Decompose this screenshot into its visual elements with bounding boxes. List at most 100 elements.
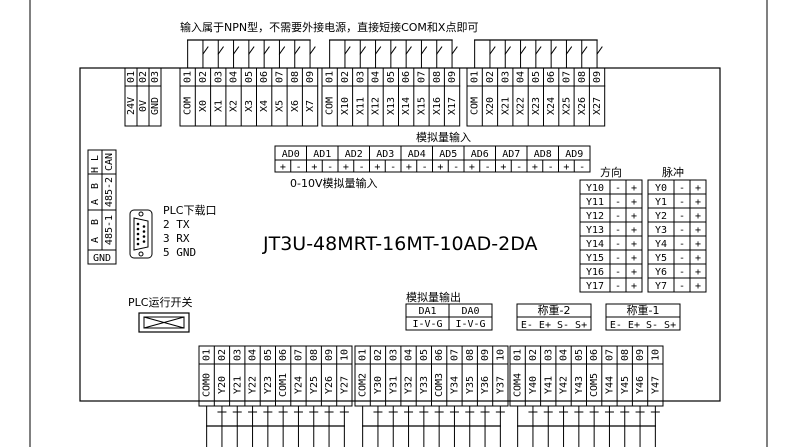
output-3-pin: 05 xyxy=(574,349,585,361)
output-2-pin: 10 xyxy=(495,349,506,361)
output-3-label: Y44 xyxy=(604,376,615,394)
plc-download-line-1: 2 TX xyxy=(163,218,190,231)
weigh-2-title: 称重-2 xyxy=(538,303,571,317)
pulse-plus-4: + xyxy=(695,239,701,250)
input-1-pin: 02 xyxy=(198,71,209,83)
output-3-pin: 08 xyxy=(620,349,631,361)
analog-input-title: 模拟量输入 xyxy=(416,130,471,144)
plc-download-line-2: 3 RX xyxy=(163,232,190,245)
analog-range-note: 0-10V模拟量输入 xyxy=(290,176,378,190)
can-pin-l: L xyxy=(90,155,101,161)
output-2-label: Y33 xyxy=(419,376,430,394)
output-3-label: Y46 xyxy=(635,376,646,394)
input-1-pin: 03 xyxy=(213,71,224,83)
db9-shell xyxy=(133,217,149,251)
analog-minus-9: - xyxy=(579,162,585,173)
output-1-label: Y26 xyxy=(324,376,335,394)
input-2-wire-switch-tick xyxy=(374,46,382,55)
input-2-label: X16 xyxy=(432,97,443,115)
input-3-label: X27 xyxy=(592,97,603,115)
input-1-pin: 05 xyxy=(244,71,255,83)
output-1-pin: 05 xyxy=(263,349,274,361)
input-3-label: X21 xyxy=(500,97,511,115)
input-2-strip xyxy=(321,67,461,127)
output-2-pin: 03 xyxy=(388,349,399,361)
output-1-pin: 07 xyxy=(293,349,304,361)
output-1-label: Y22 xyxy=(248,376,259,394)
output-1-pin: 06 xyxy=(278,349,289,361)
run-switch-inner[interactable] xyxy=(143,316,185,329)
output-2-label: Y34 xyxy=(449,376,460,394)
run-switch-outer[interactable] xyxy=(138,312,190,333)
db9-pin xyxy=(142,235,146,238)
input-2-label: X10 xyxy=(340,97,351,115)
input-1-strip xyxy=(179,67,319,127)
analog-channel-0: AD0 xyxy=(282,149,300,160)
pulse-plus-1: + xyxy=(695,197,701,208)
pulse-minus-6: - xyxy=(679,267,685,278)
rs485-2-pin-a: A xyxy=(90,199,101,205)
output-2-pin: 07 xyxy=(449,349,460,361)
db9-connector xyxy=(129,209,153,259)
output-terminals: 01COM002Y2003Y2104Y2205Y2306COM107Y2408Y… xyxy=(198,345,664,407)
input-1-label: X6 xyxy=(290,100,301,112)
input-1-wire-switch-tick xyxy=(202,46,209,55)
power-label: GND xyxy=(150,97,161,115)
db9-pin xyxy=(142,225,146,228)
input-3-wire-switch-tick xyxy=(489,46,496,55)
analog-plus-5: + xyxy=(437,162,443,173)
pulse-minus-7: - xyxy=(679,281,685,292)
input-2-label: COM xyxy=(325,97,336,115)
can-pin-h: H xyxy=(90,167,101,173)
input-2-label: X11 xyxy=(355,97,366,115)
input-3-pin: 02 xyxy=(485,71,496,83)
power-pin: 02 xyxy=(138,71,149,83)
direction-minus-3: - xyxy=(615,225,621,236)
input-1-wire-switch-tick xyxy=(309,46,316,55)
input-1-wire-switch-tick xyxy=(278,46,286,55)
output-2-label: COM2 xyxy=(358,373,369,397)
output-2-pin: 08 xyxy=(465,349,476,361)
analog-plus-4: + xyxy=(406,162,412,173)
analog-plus-9: + xyxy=(563,162,569,173)
analog-plus-8: + xyxy=(532,162,538,173)
db9-pin xyxy=(142,240,146,243)
pulse-minus-3: - xyxy=(679,225,685,236)
input-1-pin: 07 xyxy=(274,71,285,83)
rs485-2-label: 485-2 xyxy=(104,177,115,207)
output-1-pin: 08 xyxy=(309,349,320,361)
output-1-label: Y25 xyxy=(309,376,320,394)
power-label: 0V xyxy=(138,100,149,112)
direction-row-6: Y16 xyxy=(586,267,604,278)
pulse-plus-7: + xyxy=(695,281,701,292)
direction-row-7: Y17 xyxy=(586,281,604,292)
analog-channel-1: AD1 xyxy=(313,149,331,160)
output-1-label: Y20 xyxy=(217,376,228,394)
input-1-wire-switch-tick xyxy=(217,46,224,55)
output-1-pin: 09 xyxy=(324,349,335,361)
input-1-pin: 08 xyxy=(290,71,301,83)
direction-row-1: Y11 xyxy=(586,197,604,208)
input-2-pin: 09 xyxy=(447,71,458,83)
plc-switch-label: PLC运行开关 xyxy=(128,295,192,309)
output-1-label: Y23 xyxy=(263,376,274,394)
pulse-row-2: Y2 xyxy=(655,211,667,222)
input-2-pin: 02 xyxy=(340,71,351,83)
pulse-row-3: Y3 xyxy=(655,225,667,236)
output-1-label: Y24 xyxy=(293,376,304,394)
db9-screw-bottom xyxy=(138,251,144,257)
db9-outline[interactable] xyxy=(129,209,153,259)
input-3-label: X20 xyxy=(485,97,496,115)
input-3-label: X24 xyxy=(546,97,557,115)
input-1-label: X4 xyxy=(259,100,270,112)
direction-row-0: Y10 xyxy=(586,183,604,194)
input-2-pin: 01 xyxy=(325,71,336,83)
db9-pin xyxy=(136,222,140,226)
direction-plus-0: + xyxy=(631,183,637,194)
input-3-pin: 06 xyxy=(546,71,557,83)
input-1-pin: 04 xyxy=(229,71,240,83)
power-strip xyxy=(124,67,162,127)
power-pin: 03 xyxy=(150,71,161,83)
input-3-pin: 07 xyxy=(561,71,572,83)
